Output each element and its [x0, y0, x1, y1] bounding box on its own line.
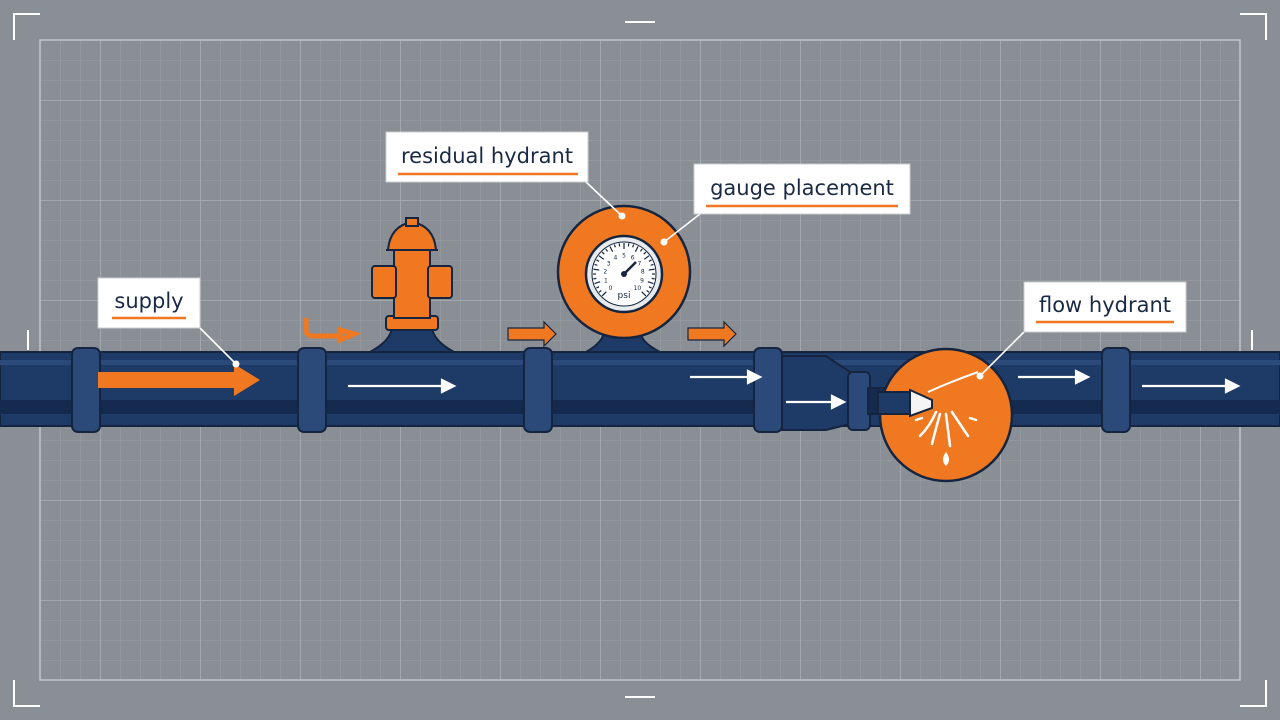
- gauge-tick: [598, 289, 602, 293]
- gauge-tick: [601, 291, 607, 297]
- gauge-tick: [632, 244, 635, 248]
- label-flow-hydrant-text: flow hydrant: [1039, 293, 1171, 317]
- gauge-dial-number: 6: [631, 255, 635, 262]
- corner-mark-bottom-right: [1240, 680, 1267, 707]
- corner-marks: [13, 13, 1267, 707]
- water-spray: [914, 410, 978, 448]
- gauge-tick: [648, 268, 655, 271]
- gauge-tick: [596, 259, 600, 262]
- gauge-dial-number: 9: [640, 277, 644, 284]
- gauge-tick: [593, 268, 600, 271]
- residual-hydrant-icon: [369, 217, 455, 353]
- leader-dots: [232, 212, 984, 380]
- gauge-tick: [647, 281, 654, 285]
- gauge-tick: [601, 251, 605, 255]
- corner-mark-bottom-left: [13, 680, 40, 707]
- gauge-tick: [650, 263, 654, 266]
- coupling: [297, 347, 327, 433]
- gauge-dial-number: 0: [609, 285, 613, 292]
- pipe-couplings: [71, 347, 1131, 433]
- gauge-dial-number: 8: [641, 269, 645, 276]
- corner-mark-top-left: [13, 13, 40, 40]
- gauge-tick: [643, 251, 647, 255]
- label-gauge-placement-text: gauge placement: [710, 176, 894, 200]
- gauge-unit-label: psi: [618, 291, 631, 301]
- label-gauge-placement: gauge placement: [693, 163, 911, 215]
- gauge-dial-number: 2: [603, 269, 607, 276]
- leader-lines: [199, 181, 1027, 377]
- flow-arrows: [98, 318, 1241, 410]
- coupling: [753, 347, 783, 433]
- gauge-tick: [646, 289, 650, 293]
- coupling: [1101, 347, 1131, 433]
- coupling: [71, 347, 101, 433]
- coupling: [523, 347, 553, 433]
- gauge-tick: [639, 248, 643, 252]
- gauge-tick: [609, 246, 614, 252]
- gauge-tick: [605, 248, 609, 252]
- gauge-dial-number: 7: [637, 260, 641, 267]
- flowing-hydrant-icon: [877, 347, 1014, 483]
- label-flow-hydrant: flow hydrant: [1023, 281, 1187, 333]
- gauge-tick: [643, 255, 650, 260]
- label-residual-hydrant-text: residual hydrant: [401, 144, 573, 168]
- gauge-tick: [596, 286, 600, 289]
- secondary-flow-arrows: [303, 318, 737, 348]
- gauge-tick: [641, 291, 647, 297]
- gauge-dial-number: 1: [604, 277, 608, 284]
- supply-flow-arrow: [98, 364, 260, 396]
- gauge-dial-ticks: [593, 243, 655, 297]
- gauge-dial-number: 10: [634, 285, 642, 292]
- water-flow-arrows: [348, 369, 1241, 410]
- corner-mark-top-right: [1240, 13, 1267, 40]
- gauge-tick: [648, 286, 652, 289]
- label-residual-hydrant: residual hydrant: [385, 131, 589, 183]
- label-supply-text: supply: [114, 289, 183, 313]
- gauge-tick: [634, 246, 639, 252]
- water-main-pipe: [0, 351, 1280, 427]
- gauge-dial-number: 3: [607, 260, 611, 267]
- gauge-dial-number: 5: [622, 253, 626, 260]
- gauge-tick: [648, 259, 652, 262]
- label-supply: supply: [97, 277, 201, 329]
- gauge-tick: [594, 263, 598, 266]
- gauge-dial-number: 4: [613, 255, 617, 262]
- gauge-tick: [613, 244, 616, 248]
- gauge-tick: [594, 281, 601, 285]
- gauge-tick: [598, 255, 605, 260]
